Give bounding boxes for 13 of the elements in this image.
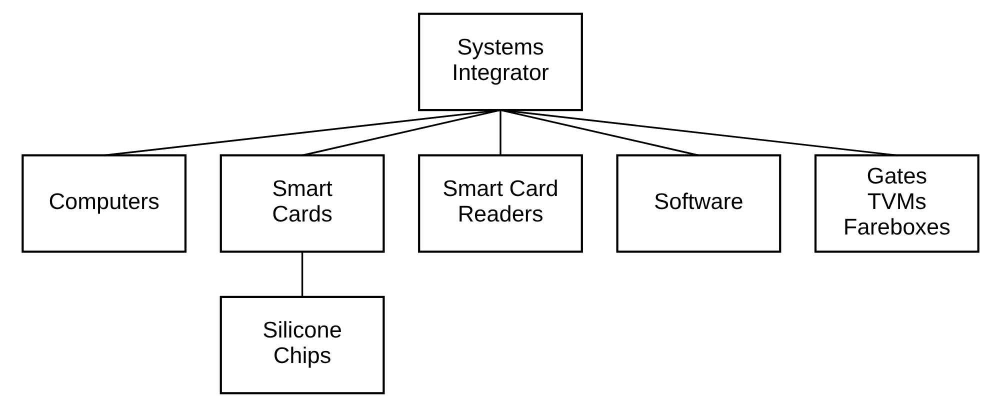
node-box: Computers <box>21 154 186 253</box>
connector <box>500 109 897 156</box>
connector <box>302 109 500 156</box>
connector <box>499 110 501 156</box>
node-box: Silicone Chips <box>219 296 384 394</box>
connector <box>103 109 500 156</box>
node-box: Smart Cards <box>219 154 384 253</box>
connector <box>300 252 303 297</box>
node-box: Gates TVMs Fareboxes <box>814 154 979 253</box>
node-box: Software <box>616 154 781 253</box>
connector <box>500 109 698 156</box>
node-box: Smart Card Readers <box>418 154 582 253</box>
node-box: Systems Integrator <box>418 12 582 112</box>
